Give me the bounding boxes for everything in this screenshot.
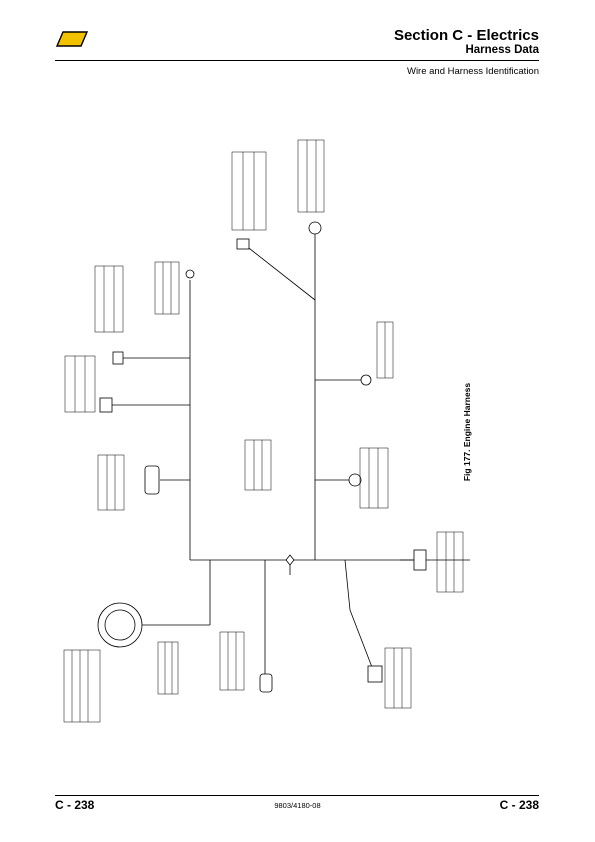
connector-block [144,465,160,495]
wire-table [64,355,96,413]
wire-table [359,447,389,509]
figure-caption-text: Fig 177. Engine Harness [462,382,472,482]
wire-table [231,151,267,231]
ground-connector [185,269,195,279]
section-subtitle: Harness Data [465,44,539,56]
connector-block [259,673,273,693]
harness-branch [244,244,316,301]
wire-table [154,261,180,315]
section-title: Section C - Electrics [393,27,539,44]
harness-branch [349,609,376,676]
ring-terminal [308,221,322,235]
ring-terminal [360,374,372,386]
wire-table [219,631,245,691]
wire-table [297,139,325,213]
harness-branch [344,559,351,611]
connector-block [413,549,427,571]
connector-block [112,351,124,365]
wire-table [63,649,101,723]
page-description: Wire and Harness Identification [406,66,539,77]
document-number: 9803/4180-08 [274,801,321,810]
jcb-logo [55,31,89,47]
header-rule [55,60,539,61]
wire-table [157,641,179,695]
figure-caption: Fig 177. Engine Harness [462,372,472,492]
connector-block [367,665,383,683]
wire-table [384,647,412,709]
connector-block [236,238,250,250]
connector-block [99,397,113,413]
round-connector-inner [104,609,136,641]
wire-table [436,531,464,593]
wire-table [94,265,124,333]
wire-table [97,454,125,511]
splice-point [285,554,295,566]
ring-terminal [348,473,362,487]
page-number-left: C - 238 [55,798,95,812]
wire-table [244,439,272,491]
footer-rule [55,795,539,796]
page-number-right: C - 238 [499,798,539,812]
